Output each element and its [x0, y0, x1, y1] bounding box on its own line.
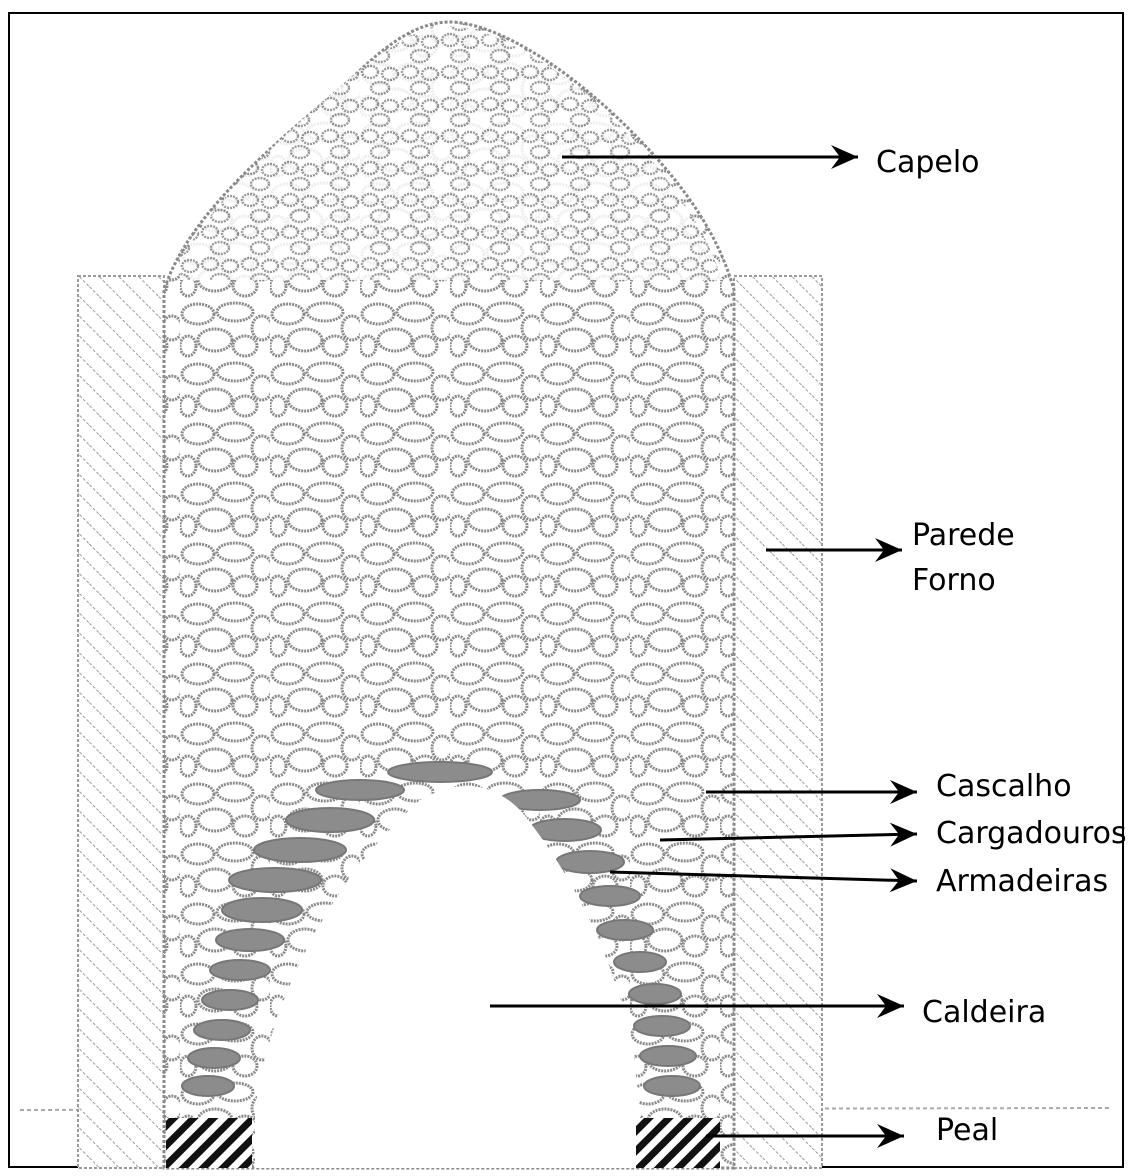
label-caldeira: Caldeira	[922, 995, 1046, 1030]
capelo-region	[180, 26, 722, 280]
label-cargadouros: Cargadouros	[936, 816, 1127, 851]
label-peal: Peal	[936, 1113, 998, 1148]
label-parede: Parede	[912, 518, 1015, 553]
peal-right	[636, 1118, 720, 1168]
label-forno: Forno	[912, 563, 996, 598]
label-armadeiras: Armadeiras	[936, 864, 1108, 899]
label-capelo: Capelo	[876, 145, 980, 180]
label-cascalho: Cascalho	[936, 769, 1072, 804]
peal-left	[166, 1118, 252, 1168]
